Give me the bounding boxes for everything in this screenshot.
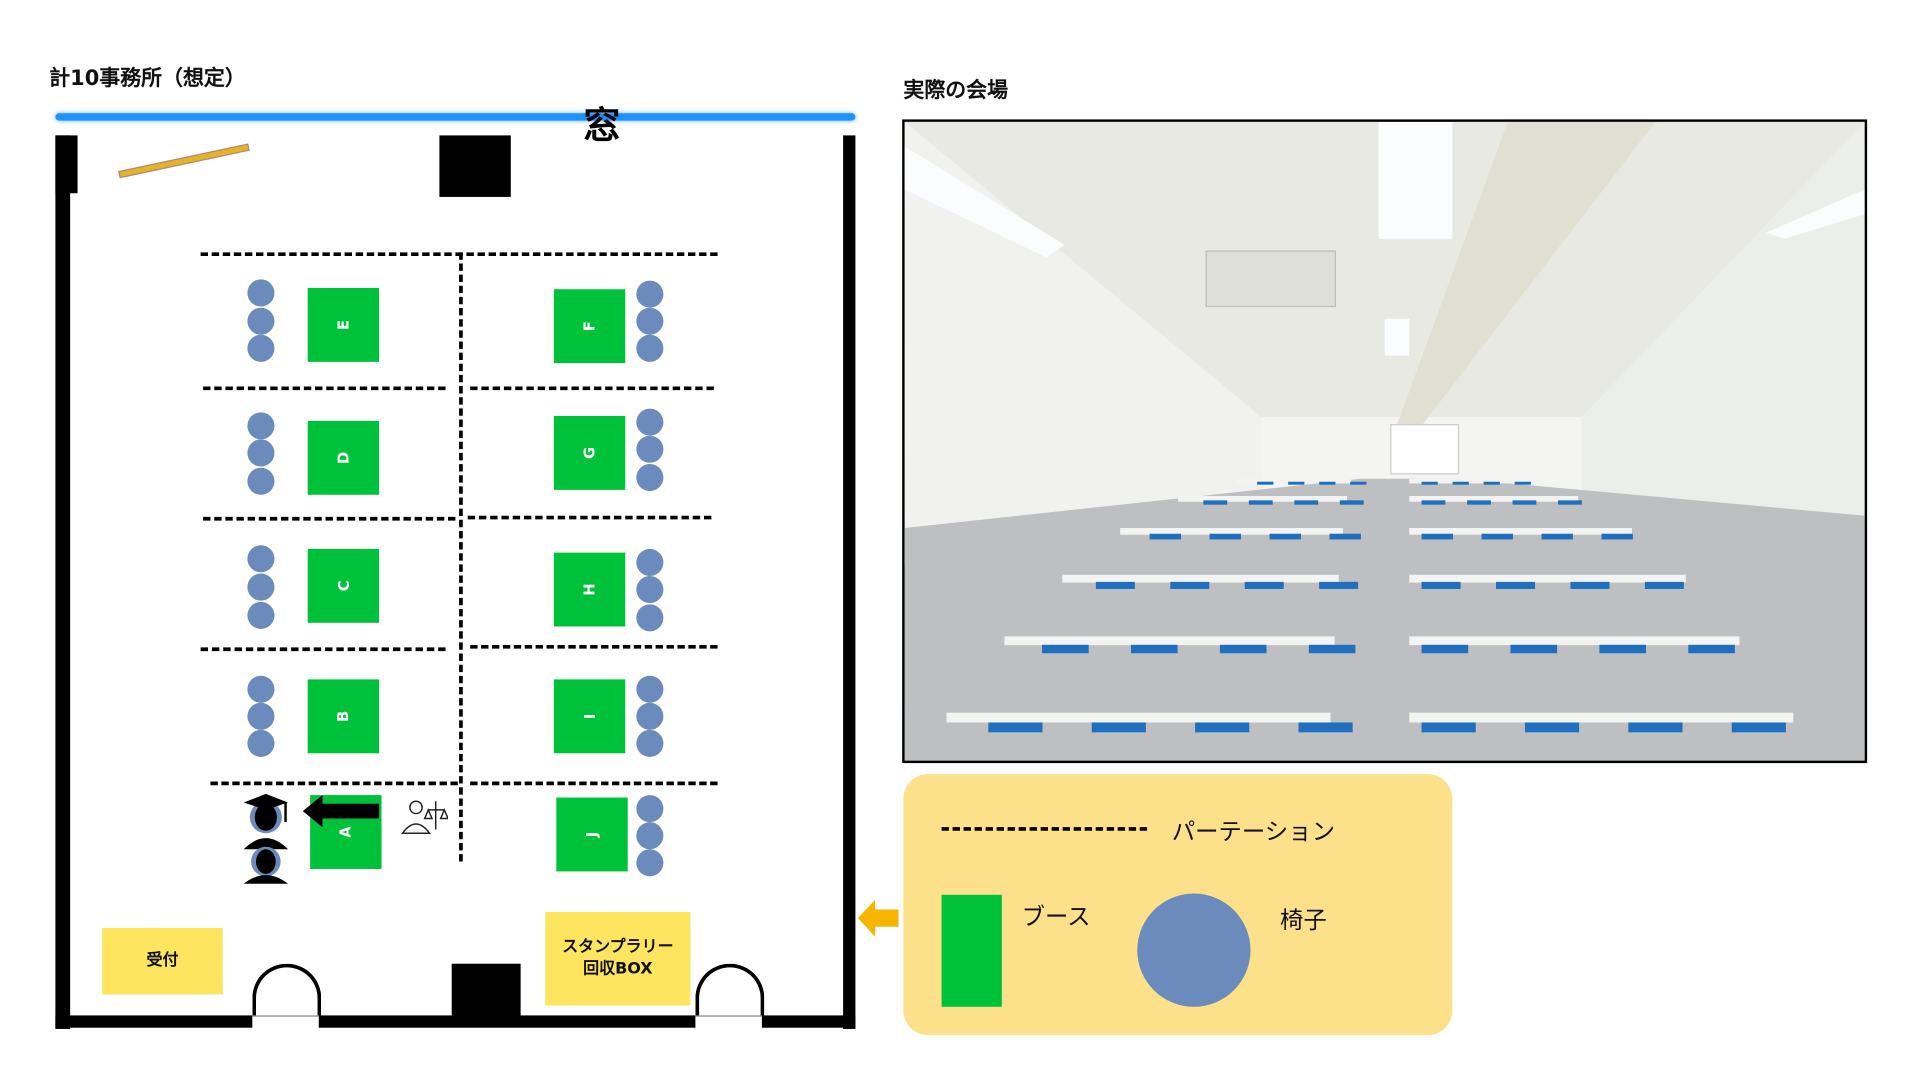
partition xyxy=(203,516,456,521)
booth-h: H xyxy=(553,552,626,627)
booth-label: H xyxy=(580,583,599,596)
booth-label: B xyxy=(334,710,353,722)
wall-left xyxy=(55,135,71,1029)
chair xyxy=(636,435,664,463)
booth-i: I xyxy=(553,679,626,754)
lawyer-icon xyxy=(399,798,450,840)
legend-partition-label: パーテーション xyxy=(1171,818,1335,846)
booth-j: J xyxy=(556,797,628,872)
whiteboard xyxy=(118,143,250,179)
chair xyxy=(636,334,664,362)
door-opening xyxy=(695,1015,762,1029)
chair xyxy=(636,729,664,757)
booth-g: G xyxy=(553,416,626,490)
partition-vertical xyxy=(459,252,463,862)
photo-title: 実際の会場 xyxy=(903,78,1009,104)
legend: パーテーション ブース 椅子 xyxy=(903,774,1453,1036)
chair xyxy=(247,412,275,440)
door xyxy=(695,963,765,1020)
chair xyxy=(247,545,275,573)
chair xyxy=(636,548,664,577)
chair xyxy=(247,729,275,757)
chair xyxy=(247,601,275,629)
booth-label: G xyxy=(580,446,599,460)
booth-label: C xyxy=(334,580,353,592)
partition xyxy=(200,252,718,257)
booth-label: I xyxy=(580,713,599,720)
legend-booth-swatch xyxy=(941,894,1002,1007)
chair xyxy=(247,467,275,495)
booth-label: F xyxy=(580,321,599,332)
legend-chair-label: 椅子 xyxy=(1280,907,1327,935)
chair xyxy=(636,280,664,308)
chair xyxy=(636,822,664,850)
chair xyxy=(247,675,275,703)
booth-b: B xyxy=(307,679,380,754)
graduate-visitors-icon xyxy=(241,790,293,891)
pillar xyxy=(451,963,521,1026)
chair xyxy=(636,464,664,492)
chair xyxy=(247,307,275,335)
chair xyxy=(636,702,664,730)
legend-chair-swatch xyxy=(1137,893,1251,1007)
chair xyxy=(636,795,664,823)
stamp-collection-box: スタンプラリー 回収BOX xyxy=(545,912,691,1006)
booth-label: D xyxy=(334,451,353,464)
partition xyxy=(470,644,718,649)
door-opening xyxy=(252,1015,319,1029)
door xyxy=(252,963,322,1020)
booth-f: F xyxy=(553,289,626,364)
chair xyxy=(247,573,275,601)
chair xyxy=(247,702,275,730)
booth-d: D xyxy=(307,420,380,495)
chair xyxy=(636,675,664,703)
chair xyxy=(636,408,664,436)
floorplan-title: 計10事務所（想定） xyxy=(49,66,246,92)
chair xyxy=(636,576,664,604)
legend-booth-label: ブース xyxy=(1021,903,1091,931)
partition xyxy=(470,386,714,391)
chair xyxy=(636,307,664,335)
venue-photo xyxy=(902,119,1868,764)
pillar xyxy=(439,135,511,197)
reception-box: 受付 xyxy=(102,928,223,995)
window-line xyxy=(55,113,856,121)
arrow-left-icon xyxy=(857,899,900,942)
arrow-left-icon xyxy=(302,795,382,832)
window-label: 窓 xyxy=(583,104,621,148)
chair xyxy=(247,279,275,307)
partition xyxy=(200,647,446,652)
chair xyxy=(247,439,275,467)
chair xyxy=(636,604,664,632)
wall-right xyxy=(843,135,856,1029)
legend-partition-line xyxy=(941,827,1148,831)
partition xyxy=(203,386,446,391)
partition xyxy=(210,781,458,786)
booth-e: E xyxy=(307,288,380,362)
booth-label: J xyxy=(583,831,601,838)
booth-c: C xyxy=(307,548,380,623)
chair xyxy=(636,849,664,877)
chair xyxy=(247,334,275,362)
partition xyxy=(470,781,718,786)
booth-label: E xyxy=(334,319,352,330)
partition xyxy=(467,515,712,520)
